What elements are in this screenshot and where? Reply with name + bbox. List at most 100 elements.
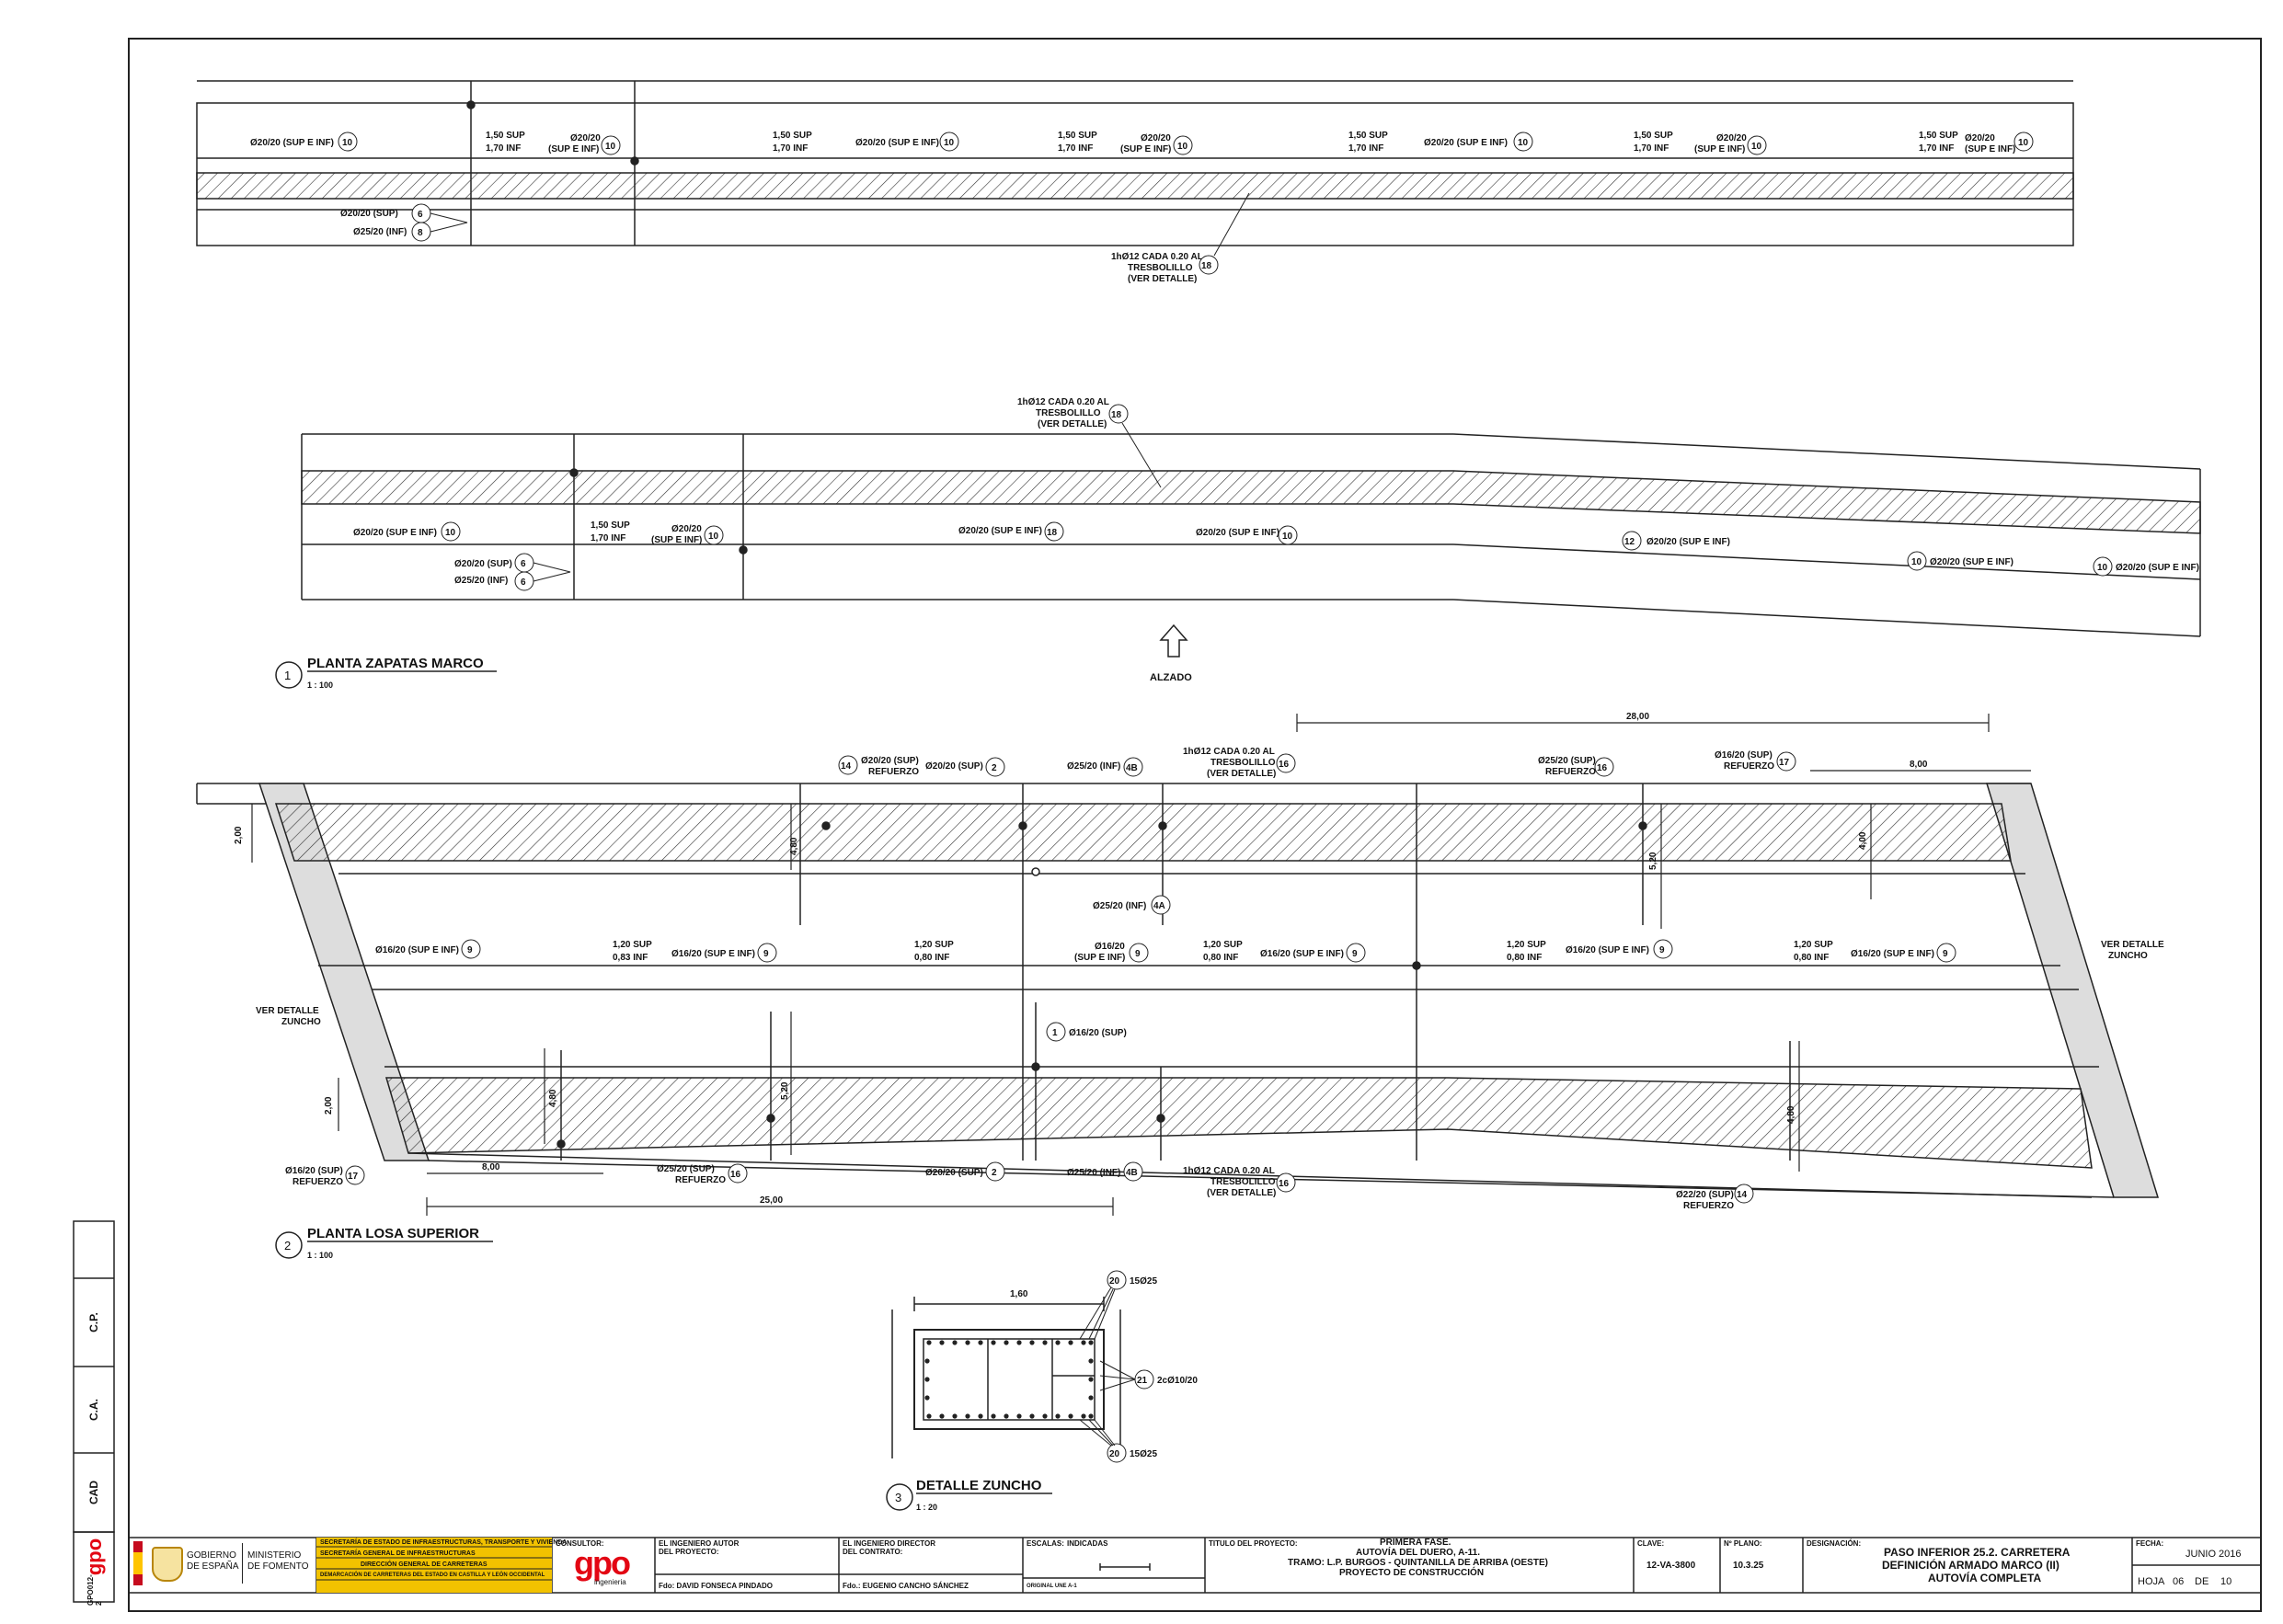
- rebar-marker: [766, 1114, 775, 1123]
- rebar-marker: [1173, 135, 1193, 155]
- rebar-marker: [441, 521, 461, 542]
- drawing-label: Ø20/20: [1965, 133, 1995, 143]
- drawing-line: [1985, 783, 2160, 1198]
- drawing-label: REFUERZO: [1683, 1201, 1734, 1211]
- gobierno-logo: GOBIERNO DE ESPAÑA MINISTERIO DE FOMENTO: [133, 1536, 315, 1591]
- drawing-label: 16: [1279, 1179, 1290, 1189]
- rebar-marker: [926, 1413, 932, 1419]
- drawing-line: [1079, 1287, 1112, 1340]
- drawing-label: 1: [284, 669, 291, 682]
- plan1-title: 1 PLANTA ZAPATAS MARCO 1 : 100: [275, 656, 497, 690]
- drawing-label: Ø16/20 (SUP): [285, 1166, 343, 1176]
- side-ca-label: C.A.: [87, 1399, 100, 1421]
- drawing-line: [1099, 1360, 1136, 1380]
- drawing-label: 9: [467, 945, 473, 955]
- drawing-label: 1,70 INF: [591, 533, 625, 543]
- mid-plan: [301, 433, 2201, 637]
- drawing-label: 1,70 INF: [1348, 143, 1383, 154]
- drawing-label: 9: [1943, 949, 1948, 959]
- plano-label: Nº PLANO:: [1724, 1539, 1762, 1548]
- rebar-marker: [1088, 1377, 1094, 1382]
- ministry-line4: DEMARCACIÓN DE CARRETERAS DEL ESTADO EN …: [320, 1573, 545, 1578]
- drawing-label: Ø16/20 (SUP): [1715, 750, 1772, 761]
- drawing-label: (VER DETALLE): [1207, 769, 1276, 779]
- hoja-value: 06: [2173, 1576, 2185, 1587]
- rebar-marker: [1199, 255, 1219, 275]
- drawing-label: REFUERZO: [868, 767, 919, 777]
- drawing-label: Ø20/20 (SUP E INF): [855, 138, 939, 148]
- drawing-label: Ø20/20: [1716, 133, 1747, 143]
- drawing-label: Ø22/20 (SUP): [1676, 1190, 1734, 1200]
- rebar-marker: [1055, 1340, 1061, 1345]
- drawing-line: [430, 212, 468, 233]
- rebar-marker: [924, 1395, 930, 1401]
- drawing-label: 18: [1047, 528, 1058, 538]
- drawing-line: [384, 1077, 2093, 1169]
- drawing-label: 1,20 SUP: [914, 940, 954, 950]
- rebar-marker: [1031, 1062, 1040, 1071]
- rebar-marker: [1622, 531, 1642, 551]
- drawing-label: 1,50 SUP: [1919, 131, 1958, 141]
- rebar-marker: [1346, 943, 1366, 963]
- rebar-marker: [939, 1340, 945, 1345]
- ministry-line2: SECRETARÍA GENERAL DE INFRAESTRUCTURAS: [320, 1550, 476, 1557]
- drawing-label: Ø20/20 (SUP): [454, 559, 512, 569]
- titulo-line2: AUTOVÍA DEL DUERO, A-11.: [1356, 1548, 1481, 1558]
- plano-value: 10.3.25: [1733, 1561, 1764, 1571]
- drawing-label: 9: [763, 949, 769, 959]
- drawing-label: (VER DETALLE): [1038, 419, 1107, 429]
- drawing-label: 0,80 INF: [914, 953, 949, 963]
- rebar-marker: [1068, 1413, 1073, 1419]
- rebar-marker: [1029, 1340, 1035, 1345]
- drawing-line: [1079, 1419, 1112, 1447]
- rebar-marker: [466, 100, 476, 109]
- drawing-label: 20: [1109, 1449, 1120, 1459]
- drawing-label: REFUERZO: [675, 1175, 726, 1185]
- rebar-marker: [704, 525, 724, 545]
- drawing-label: ZUNCHO: [281, 1017, 321, 1027]
- rebar-marker: [345, 1165, 365, 1185]
- top-plan-labels: Ø20/20 (SUP E INF) 10 1,50 SUP 1,70 INF …: [250, 131, 2034, 284]
- drawing-label: 5,20: [780, 1081, 790, 1100]
- rebar-marker: [601, 135, 621, 155]
- rebar-marker: [1088, 1358, 1094, 1364]
- rebar-marker: [965, 1340, 970, 1345]
- drawing-label: 1 : 100: [307, 680, 333, 690]
- drawing-label: 1,20 SUP: [1203, 940, 1243, 950]
- drawing-label: Ø25/20 (INF): [1093, 901, 1146, 911]
- rebar-marker: [991, 1413, 996, 1419]
- drawing-label: 1hØ12 CADA 0.20 AL: [1111, 252, 1203, 262]
- side-code: GPO012-2: [86, 1574, 103, 1606]
- drawing-label: 10: [1282, 532, 1293, 542]
- drawing-line: [1452, 543, 2201, 580]
- drawing-line: [1094, 1419, 1116, 1447]
- autor-name: Fdo: DAVID FONSECA PINDADO: [659, 1582, 773, 1590]
- rebar-marker: [991, 1340, 996, 1345]
- top-plan: [196, 80, 2074, 246]
- title-block-frame: [128, 1537, 2262, 1611]
- fecha-value: JUNIO 2016: [2185, 1549, 2242, 1560]
- drawing-label: 14: [1737, 1190, 1748, 1200]
- flag-icon: [133, 1541, 143, 1585]
- drawing-label: 9: [1659, 945, 1665, 955]
- side-cell-cp: C.P.: [74, 1278, 114, 1367]
- rebar-marker: [926, 1340, 932, 1345]
- rebar-marker: [952, 1340, 958, 1345]
- drawing-line: [1099, 1375, 1136, 1380]
- drawing-label: Ø20/20 (SUP): [861, 756, 919, 766]
- rebar-marker: [1031, 867, 1040, 876]
- rebar-marker: [1042, 1413, 1048, 1419]
- drawing-label: Ø25/20 (INF): [353, 227, 407, 237]
- drawing-label: (SUP E INF): [1074, 953, 1125, 963]
- drawing-label: 1hØ12 CADA 0.20 AL: [1183, 747, 1275, 757]
- drawing-label: 1,20 SUP: [613, 940, 652, 950]
- rebar-marker: [1278, 525, 1298, 545]
- rebar-marker: [275, 661, 303, 689]
- drawing-label: Ø20/20 (SUP E INF): [1196, 528, 1279, 538]
- zuncho-bars: [924, 1340, 1094, 1419]
- ministry-line1: SECRETARÍA DE ESTADO DE INFRAESTRUCTURAS…: [320, 1539, 568, 1546]
- drawing-label: Ø20/20 (SUP E INF): [2116, 563, 2199, 573]
- drawing-label: 0,80 INF: [1507, 953, 1542, 963]
- titulo-line3: TRAMO: L.P. BURGOS - QUINTANILLA DE ARRI…: [1288, 1558, 1548, 1568]
- drawing-label: 1hØ12 CADA 0.20 AL: [1183, 1166, 1275, 1176]
